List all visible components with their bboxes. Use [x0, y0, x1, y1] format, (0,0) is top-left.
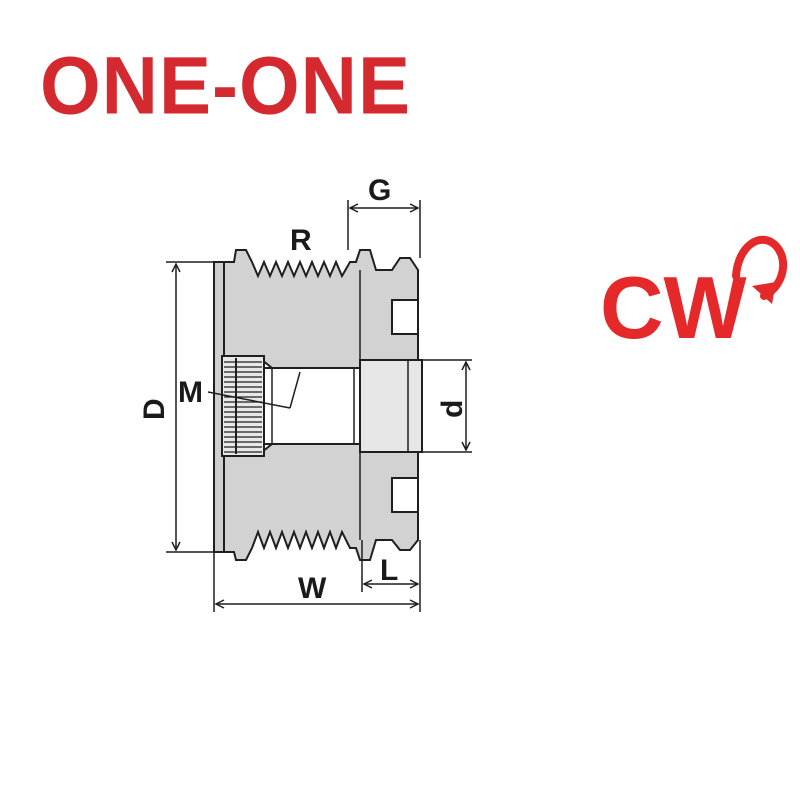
- dimension-g: [347, 200, 421, 258]
- lower-key-pocket: [391, 477, 419, 513]
- cw-label: CW: [600, 258, 747, 357]
- spline-hub: [221, 355, 265, 457]
- label-l: L: [380, 554, 398, 587]
- label-w: W: [298, 572, 327, 605]
- dimension-w: [213, 540, 421, 612]
- label-g: G: [368, 174, 391, 207]
- clockwise-arrowhead-icon: [752, 282, 776, 304]
- brand-logo-text: ONE-ONE: [40, 38, 412, 132]
- dimension-d-bore: [422, 359, 472, 453]
- right-hub-sleeve: [359, 359, 423, 453]
- upper-key-pocket: [391, 299, 419, 335]
- m-leader-line: [207, 391, 291, 409]
- dimension-d-outer: [166, 261, 214, 553]
- rotation-indicator: CW: [600, 235, 787, 357]
- pulley-body-lower: [215, 443, 419, 561]
- label-r: R: [290, 224, 312, 257]
- label-m: M: [178, 376, 203, 409]
- pulley-body-upper: [215, 249, 421, 369]
- clockwise-arrow-icon: [732, 235, 787, 300]
- label-d-outer: D: [138, 398, 171, 420]
- dimension-l: [361, 540, 420, 592]
- label-d-bore: d: [436, 400, 469, 418]
